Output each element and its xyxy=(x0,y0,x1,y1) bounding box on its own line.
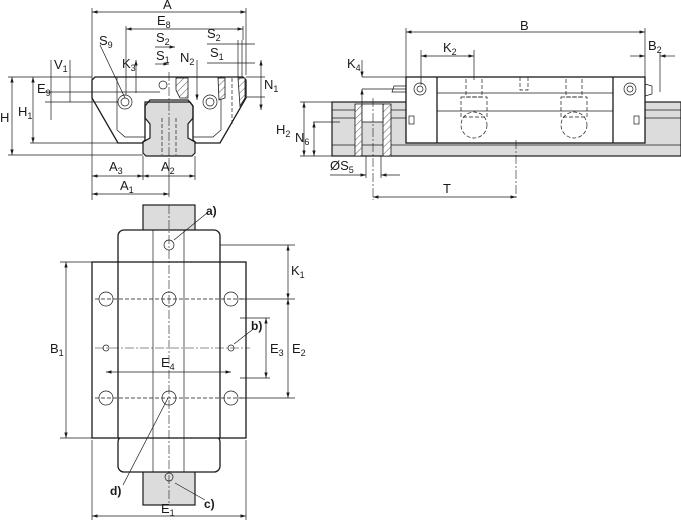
carriage-side xyxy=(405,76,646,144)
callout-c: c) xyxy=(204,497,215,511)
dimension-labels: A E8 S9 S2 S2 K3 S1 S1 N2 V1 E9 H H1 N1 … xyxy=(0,0,662,518)
label-T: T xyxy=(443,181,451,196)
callout-b: b) xyxy=(251,319,262,333)
front-view xyxy=(8,8,265,200)
side-view xyxy=(300,28,681,200)
label-A1: A1 xyxy=(120,178,134,195)
label-S1-right: S1 xyxy=(210,45,224,62)
label-E4: E4 xyxy=(161,355,175,372)
label-B: B xyxy=(520,18,529,33)
label-S9: S9 xyxy=(99,33,113,50)
label-K2: K2 xyxy=(443,40,457,57)
label-E9: E9 xyxy=(37,81,51,98)
top-view xyxy=(60,204,295,520)
label-K3: K3 xyxy=(122,56,136,73)
label-S5: ØS5 xyxy=(330,158,354,175)
label-S2-left: S2 xyxy=(156,30,170,47)
label-N2: N2 xyxy=(180,50,194,67)
label-B2: B2 xyxy=(648,38,662,55)
label-H: H xyxy=(0,110,9,125)
label-E1: E1 xyxy=(161,501,175,518)
label-S2-right: S2 xyxy=(207,26,221,43)
label-K1: K1 xyxy=(291,263,305,280)
label-H1: H1 xyxy=(18,104,32,121)
label-A3: A3 xyxy=(109,159,123,176)
label-S1-left: S1 xyxy=(156,48,170,65)
callout-d: d) xyxy=(110,484,121,498)
label-K4: K4 xyxy=(347,56,361,73)
label-H2: H2 xyxy=(276,122,290,139)
label-N1: N1 xyxy=(264,77,278,94)
label-E8: E8 xyxy=(157,13,171,30)
label-N6: N6 xyxy=(295,130,309,147)
callout-a: a) xyxy=(206,204,217,218)
label-B1: B1 xyxy=(50,341,64,358)
carriage-front xyxy=(91,76,247,144)
label-A2: A2 xyxy=(161,159,175,176)
label-E3: E3 xyxy=(270,341,284,358)
label-E2: E2 xyxy=(292,341,306,358)
label-V1: V1 xyxy=(54,57,68,74)
label-A: A xyxy=(163,0,172,12)
